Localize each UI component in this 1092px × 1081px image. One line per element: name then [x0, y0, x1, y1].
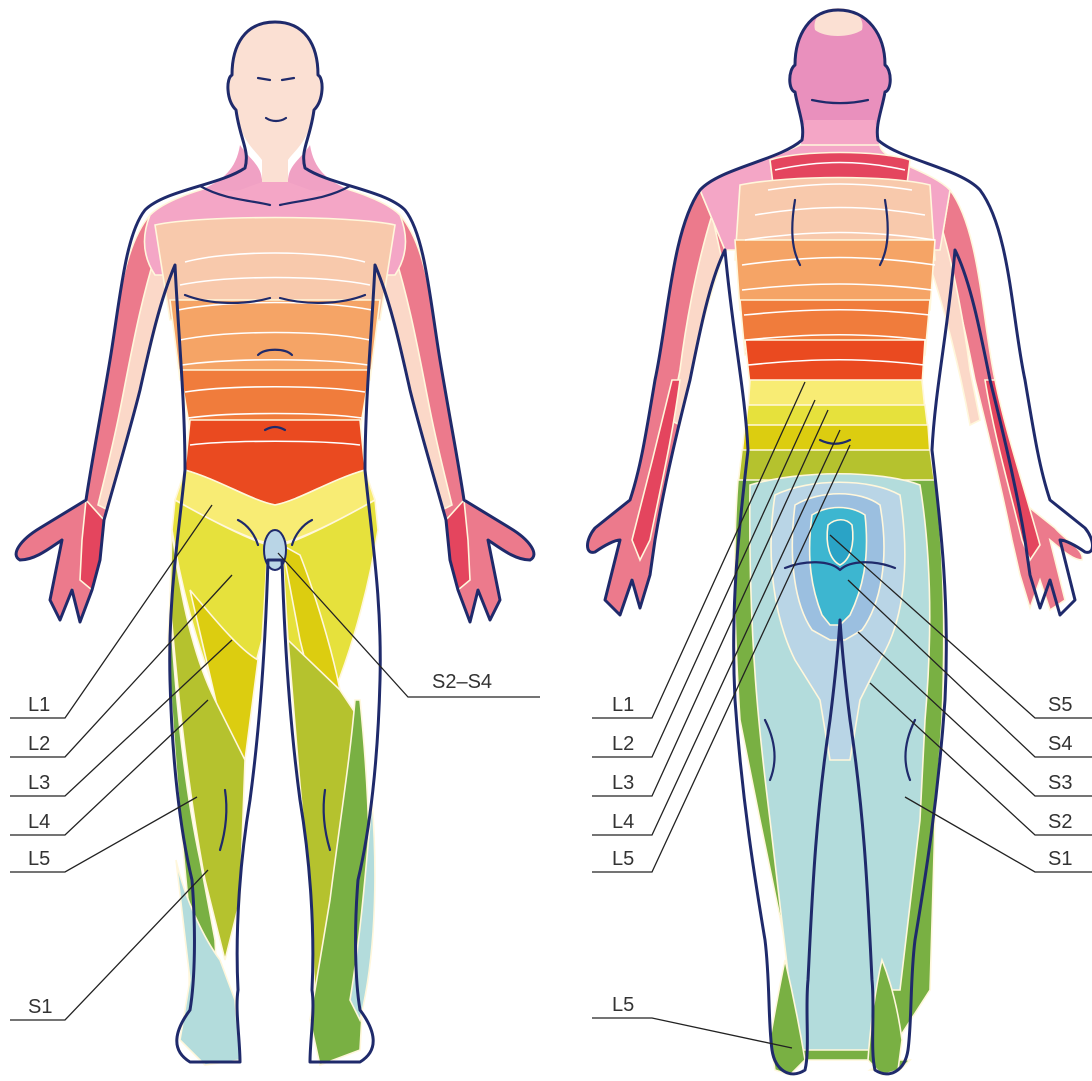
back-label-l5-foot: L5: [612, 994, 634, 1016]
back-label-l5: L5: [612, 848, 634, 870]
back-label-s4: S4: [1048, 733, 1072, 755]
front-label-l2: L2: [28, 733, 50, 755]
front-label-l4: L4: [28, 811, 50, 833]
back-label-l3: L3: [612, 772, 634, 794]
back-label-s2: S2: [1048, 811, 1072, 833]
back-label-s3: S3: [1048, 772, 1072, 794]
front-label-l5: L5: [28, 848, 50, 870]
front-torso-mid: [170, 300, 380, 380]
back-figure: L1 L2 L3 L4 L5 L5 S5 S4 S3 S2 S1: [588, 8, 1092, 1075]
back-label-l1: L1: [612, 694, 634, 716]
back-label-s1: S1: [1048, 848, 1072, 870]
front-label-s1: S1: [28, 996, 52, 1018]
front-label-l1: L1: [28, 694, 50, 716]
front-label-s2-s4: S2–S4: [432, 671, 492, 693]
back-label-s5: S5: [1048, 694, 1072, 716]
back-label-l2: L2: [612, 733, 634, 755]
front-label-l3: L3: [28, 772, 50, 794]
back-label-l4: L4: [612, 811, 634, 833]
front-figure: L1 L2 L3 L4 L5 S1 S2–S4: [10, 22, 540, 1065]
